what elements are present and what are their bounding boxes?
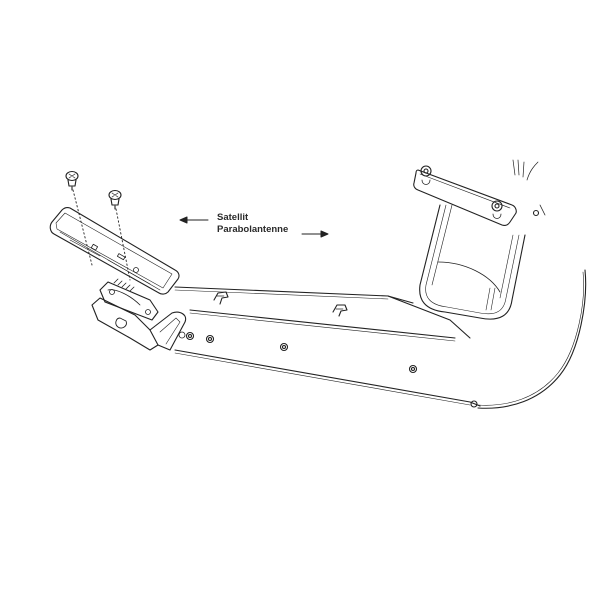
lnb-support	[419, 159, 540, 320]
mounting-plate	[49, 207, 180, 295]
dish-reflector	[477, 204, 587, 409]
lnb-holder-plate	[413, 165, 517, 226]
clamp-bracket	[91, 278, 187, 351]
label-satellit: Satellit	[217, 212, 249, 223]
label-parabolantenne: Parabolantenne	[217, 224, 289, 235]
screw-guide-lines	[72, 189, 131, 281]
screw-left	[65, 170, 79, 191]
screw-right	[108, 189, 122, 210]
dish-arm	[174, 286, 481, 408]
label-arrows	[179, 216, 329, 238]
